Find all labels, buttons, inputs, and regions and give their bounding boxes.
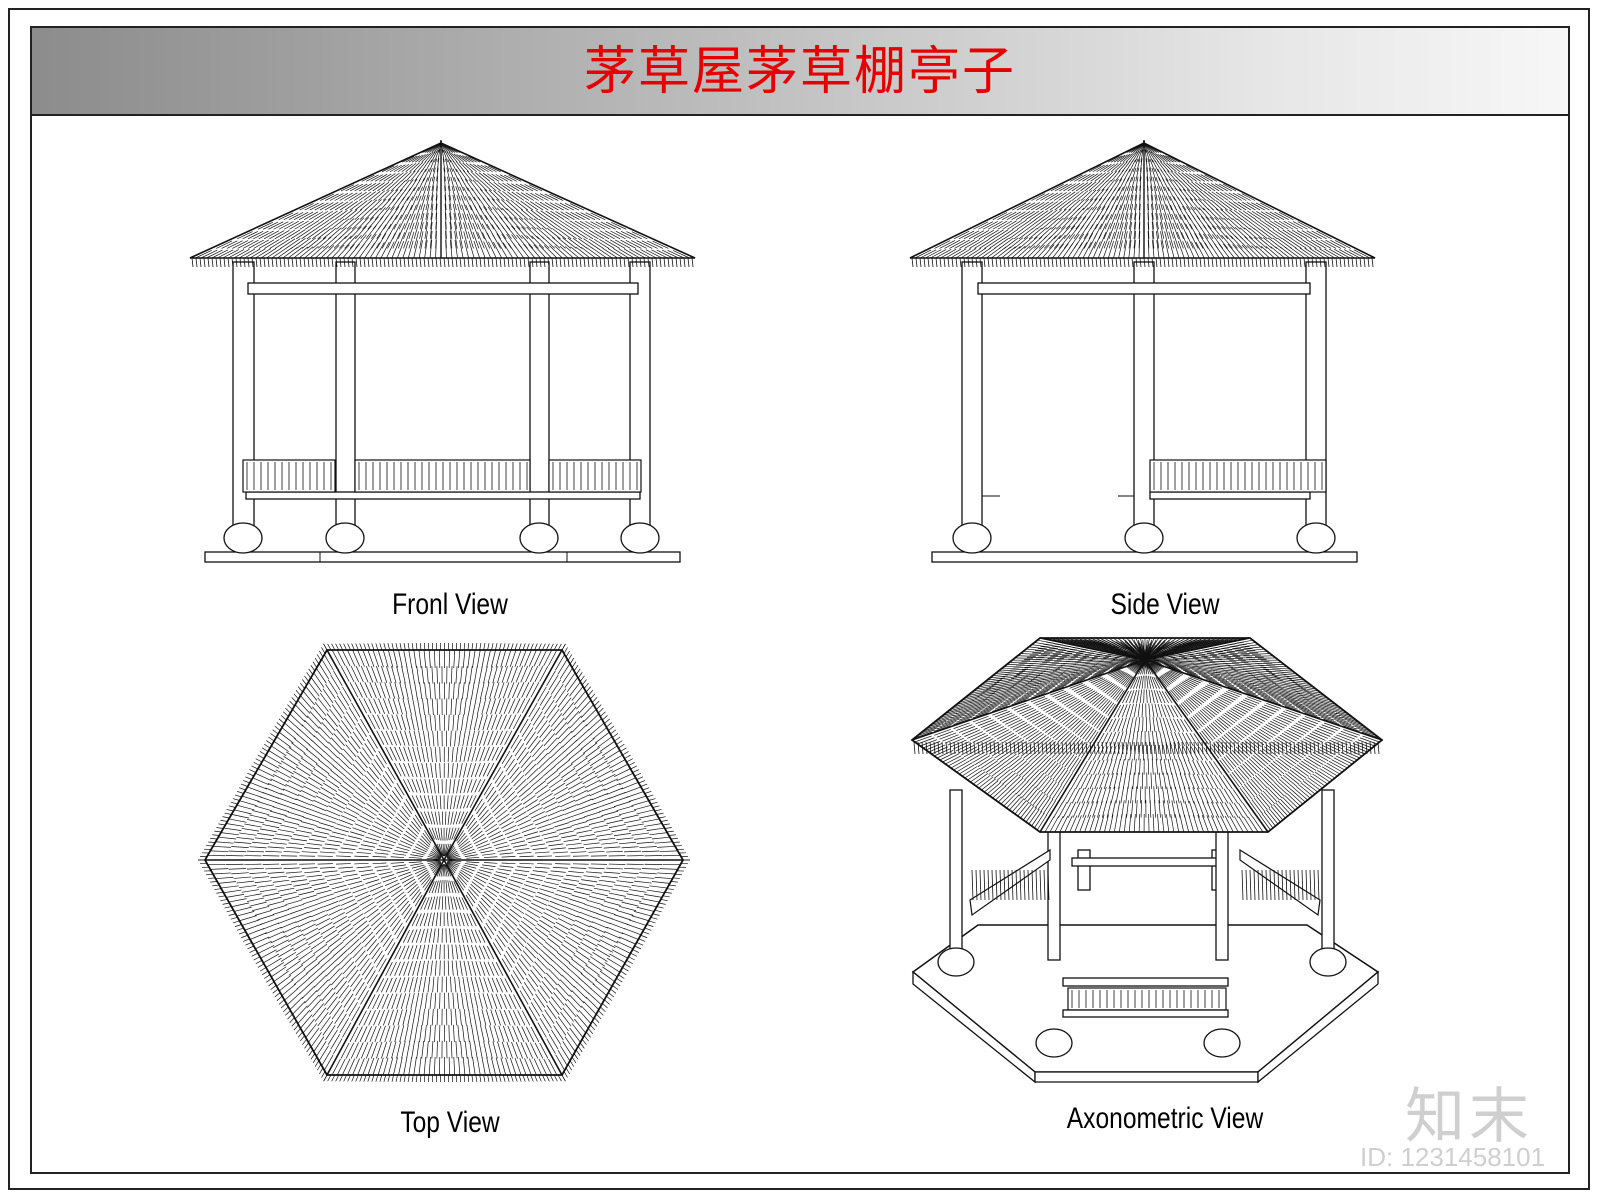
side-railing [1149,459,1327,493]
title-band: 茅草屋茅草棚亭子 [32,28,1568,116]
axo-post-footing [1203,1028,1241,1058]
axo-post-footing [1309,947,1347,977]
front-post [335,261,356,528]
front-railing-center [354,459,531,493]
side-view-drawing [909,140,1376,563]
front-post-footing [325,522,365,554]
front-railing-right [548,459,642,493]
axo-railing-front [1067,987,1227,1011]
top-roof-thatch-facet [205,859,442,1076]
side-bench-seat [1149,491,1311,500]
front-railing-left [242,459,336,493]
axo-roof-fringe [913,741,1380,755]
front-top-beam [247,282,639,295]
outer-frame [8,8,1590,1190]
front-post-footing [620,522,660,554]
axo-bench-seat [1062,1009,1229,1018]
side-roof-thatch-right [1142,140,1376,259]
front-view-drawing [189,140,696,563]
top-roof-fringe [198,642,690,1083]
top-roof-outline [203,649,685,1076]
top-view-label: Top View [400,1106,500,1139]
axo-post-footing [937,947,975,977]
front-post-footing [223,522,263,554]
axo-roof-thatch-facet [1147,662,1383,833]
inner-frame [30,26,1570,1174]
front-view-label: Fronl View [392,588,508,621]
axo-roof-hip [911,659,1146,741]
front-post-footing [519,522,559,554]
side-roof-thatch-left [909,140,1146,259]
side-roof-fringe [911,257,1374,268]
axo-roof-hip [1144,637,1251,661]
side-post [961,261,983,528]
side-view-label: Side View [1110,588,1220,621]
axo-post-back [1077,849,1091,891]
axo-eave-fringe-right [1241,869,1320,901]
axo-roof-hip [1039,659,1146,833]
front-roof-fringe [191,257,694,268]
axo-bench-top [1062,977,1229,987]
front-base-slab [204,551,681,563]
axo-eave-fringe-left [971,869,1050,901]
top-roof-hip [443,859,563,1076]
axo-roof-hip [1039,637,1146,661]
top-roof-hip [443,649,563,861]
axo-base-edge-front [1034,1071,1259,1083]
top-roof-hip [326,649,445,861]
top-roof-thatch-facet [205,649,442,861]
front-roof [189,142,696,259]
top-view-drawing [198,642,690,1083]
page-title: 茅草屋茅草棚亭子 [583,42,1016,102]
front-post [529,261,550,528]
side-post-footing [1296,522,1336,554]
axonometric-view-drawing [910,637,1384,1084]
axo-post [1321,789,1335,961]
side-top-beam [977,282,1311,295]
top-roof-thatch-facet [326,864,563,1076]
top-roof-thatch-facet [446,859,683,1076]
axo-base-edge-right [1257,970,1379,1084]
side-roof [909,142,1376,259]
top-roof-hip [326,859,445,1076]
front-roof-thatch-right [439,140,696,259]
watermark-id: ID: 1231458101 [1360,1142,1546,1172]
side-post-footing [952,522,992,554]
axo-back-beam [1071,857,1225,867]
watermark-logo: 知末 [1405,1082,1533,1152]
axo-post [949,789,963,961]
axo-roof-hip [1144,659,1383,741]
axo-eave-left [969,848,1051,917]
axo-post-footing [1035,1028,1073,1058]
front-bench-seat [245,491,641,500]
side-post-footing [1124,522,1164,554]
axonometric-view-label: Axonometric View [1066,1102,1264,1135]
axo-eave-right [1239,848,1321,917]
